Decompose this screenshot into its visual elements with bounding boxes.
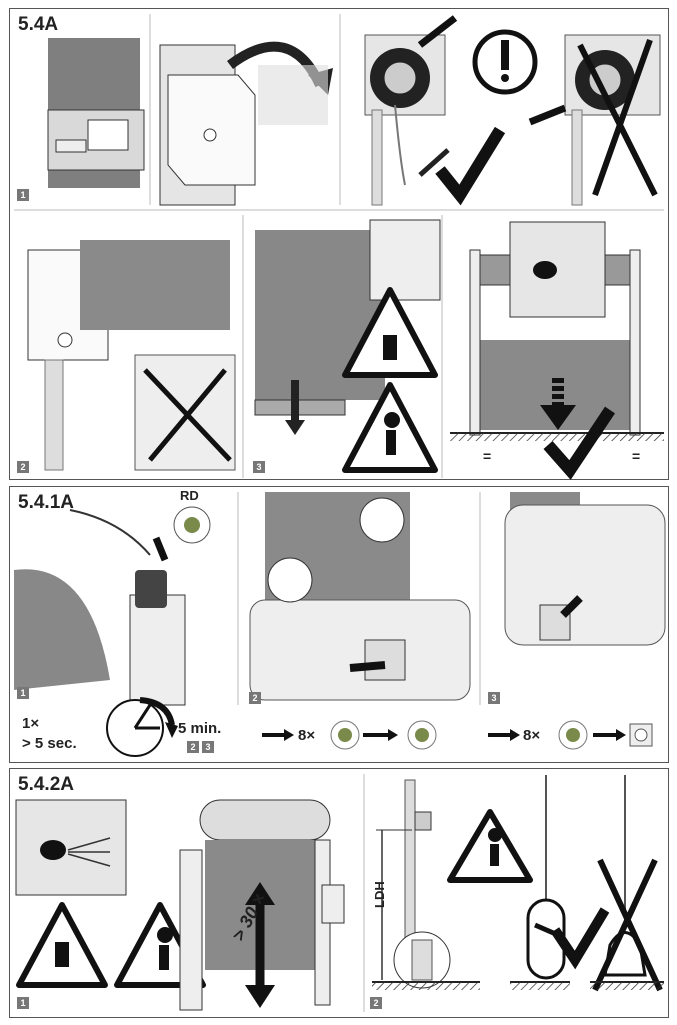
programming-button bbox=[135, 570, 167, 608]
section-title-5-4-2a: 5.4.2A bbox=[18, 774, 74, 795]
step-badge: 3 bbox=[488, 692, 500, 704]
awning-test-cycle-illustration bbox=[179, 799, 345, 1011]
time-limit-label: 5 min. bbox=[178, 720, 222, 737]
visual-check-eye-icon bbox=[15, 799, 127, 896]
clock-icon bbox=[106, 697, 178, 757]
equal-spacing-left-label: = bbox=[483, 448, 492, 464]
detail-inset-icon bbox=[267, 557, 313, 603]
equal-spacing-right-label: = bbox=[632, 448, 641, 464]
eye-inset bbox=[509, 221, 606, 318]
step-badge: 2 bbox=[249, 692, 261, 704]
step-badge: 1 bbox=[17, 687, 29, 699]
hand-crush-warning-icon bbox=[16, 902, 108, 988]
step-badge: 1 bbox=[17, 189, 29, 201]
correct-end-position-illustration bbox=[510, 775, 610, 990]
warning-exclamation-icon bbox=[472, 29, 538, 95]
incorrect-end-position-illustration bbox=[590, 775, 664, 992]
press-count-label: 1× bbox=[22, 715, 40, 732]
led-color-label: RD bbox=[180, 488, 199, 503]
falling-object-warning-icon bbox=[342, 382, 438, 473]
falling-object-warning-icon bbox=[447, 809, 533, 883]
motor-button-press-illustration bbox=[14, 506, 211, 706]
end-stop-confirm-illustration bbox=[504, 492, 666, 646]
eye-icon bbox=[533, 261, 557, 279]
flash-sequence-a bbox=[262, 720, 437, 750]
check-mark-icon bbox=[435, 126, 506, 206]
hand-crush-warning-icon bbox=[342, 287, 438, 378]
ldh-label: LDH bbox=[372, 881, 387, 908]
section-title-5-4a: 5.4A bbox=[18, 14, 59, 35]
flash-sequence-b bbox=[488, 720, 653, 750]
side-bracket-illustration bbox=[159, 41, 333, 206]
step-badge: 2 bbox=[370, 997, 382, 1009]
check-mark-icon bbox=[550, 907, 610, 970]
roller-tape-illustration bbox=[27, 240, 236, 471]
step-badge: 3 bbox=[253, 461, 265, 473]
step-badge: 1 bbox=[17, 997, 29, 1009]
cross-icon bbox=[577, 38, 658, 197]
flash-count-label: 8× bbox=[523, 727, 541, 744]
section-title-5-4-1a: 5.4.1A bbox=[18, 492, 74, 513]
step-reference-badge: 2 bbox=[187, 741, 199, 753]
flash-count-label: 8× bbox=[298, 727, 316, 744]
step-badge: 2 bbox=[17, 461, 29, 473]
motor-head-correct-illustration bbox=[364, 15, 506, 206]
cross-icon bbox=[592, 858, 663, 992]
step-reference-badge: 3 bbox=[202, 741, 214, 753]
ldh-measurement-illustration bbox=[372, 779, 480, 990]
fabric-bracket-illustration bbox=[47, 38, 145, 188]
cross-icon bbox=[143, 368, 232, 462]
visual-check-blind-illustration bbox=[450, 221, 664, 480]
press-duration-label: > 5 sec. bbox=[22, 735, 77, 752]
end-stop-adjust-illustration bbox=[249, 492, 471, 701]
detail-inset-icon bbox=[359, 497, 405, 543]
check-mark-icon bbox=[543, 406, 615, 480]
motor-head-wrong-illustration bbox=[528, 34, 661, 206]
